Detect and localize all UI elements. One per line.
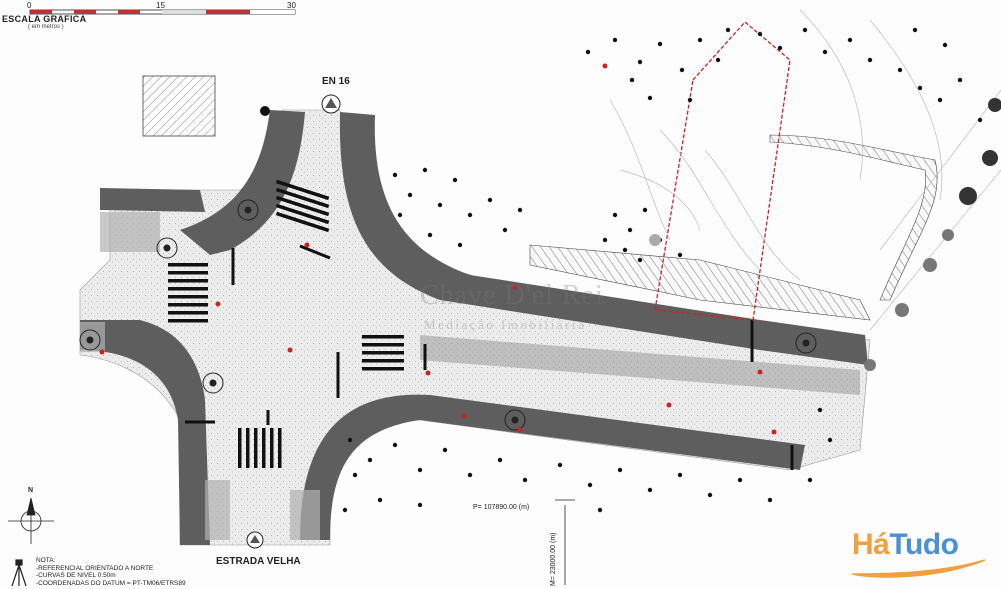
road-en16-east [339, 112, 869, 365]
scale-tick-30: 30 [287, 1, 296, 10]
embankment [529, 244, 871, 321]
watermark-subtitle: Mediação Imobiliária [424, 317, 587, 332]
hatched-plot [142, 75, 216, 137]
crosswalk-east [362, 335, 404, 371]
direction-marker-south [246, 531, 264, 549]
street-lamps [79, 199, 817, 431]
direction-marker-north [321, 94, 341, 114]
scale-bar [29, 9, 296, 15]
notes-line: -REFERENCIAL ORIENTADO A NORTE [36, 564, 154, 572]
brand-swoosh-icon [851, 559, 986, 578]
coordinate-p: P= 107890.00 (m) [473, 504, 530, 511]
brand-logo: HáTudo [852, 528, 959, 562]
notes-line: -CURVAS DE NIVEL 0.50m [36, 572, 116, 580]
brand-logo-part2: Tudo [889, 528, 959, 561]
north-label: N [28, 487, 34, 494]
notes-line: -COORDENADAS DO DATUM = PT-TM06/ETRS89 [36, 579, 186, 587]
brand-logo-part1: Há [852, 528, 890, 561]
coordinate-marker [555, 499, 575, 585]
survey-points [99, 63, 777, 435]
scale-subtitle: ( em metros ) [28, 24, 64, 30]
scale-tick-0: 0 [27, 1, 32, 10]
contour-lines [609, 9, 1001, 331]
crosswalk-north [275, 179, 330, 233]
road-label-north: EN 16 [322, 76, 350, 87]
road-label-south: ESTRADA VELHA [216, 556, 301, 567]
road-en16 [180, 110, 305, 255]
notes-heading: NOTA: [36, 557, 56, 564]
property-boundary [654, 21, 791, 321]
north-arrow-icon [8, 497, 54, 544]
scale-tick-15: 15 [156, 1, 165, 10]
coordinate-m: M= 23000.00 (m) [550, 532, 557, 587]
road-estrada-velha [300, 394, 805, 540]
scale-title: ESCALA GRAFICA [2, 14, 87, 24]
vegetation [342, 27, 983, 513]
kerb-marks [185, 244, 794, 470]
crosswalk-west [168, 263, 208, 323]
notes-block: NOTA: -REFERENCIAL ORIENTADO A NORTE -CU… [36, 557, 186, 587]
watermark-title: Chave D'el Rei [420, 280, 604, 311]
tree-symbols [649, 98, 1001, 371]
surveyor-tripod-icon [11, 559, 27, 587]
road-west-top [100, 188, 205, 212]
retaining-wall [769, 134, 938, 301]
crosswalk-south [238, 428, 282, 468]
road-east-strip [420, 335, 860, 395]
road-west-bottom [80, 320, 210, 545]
